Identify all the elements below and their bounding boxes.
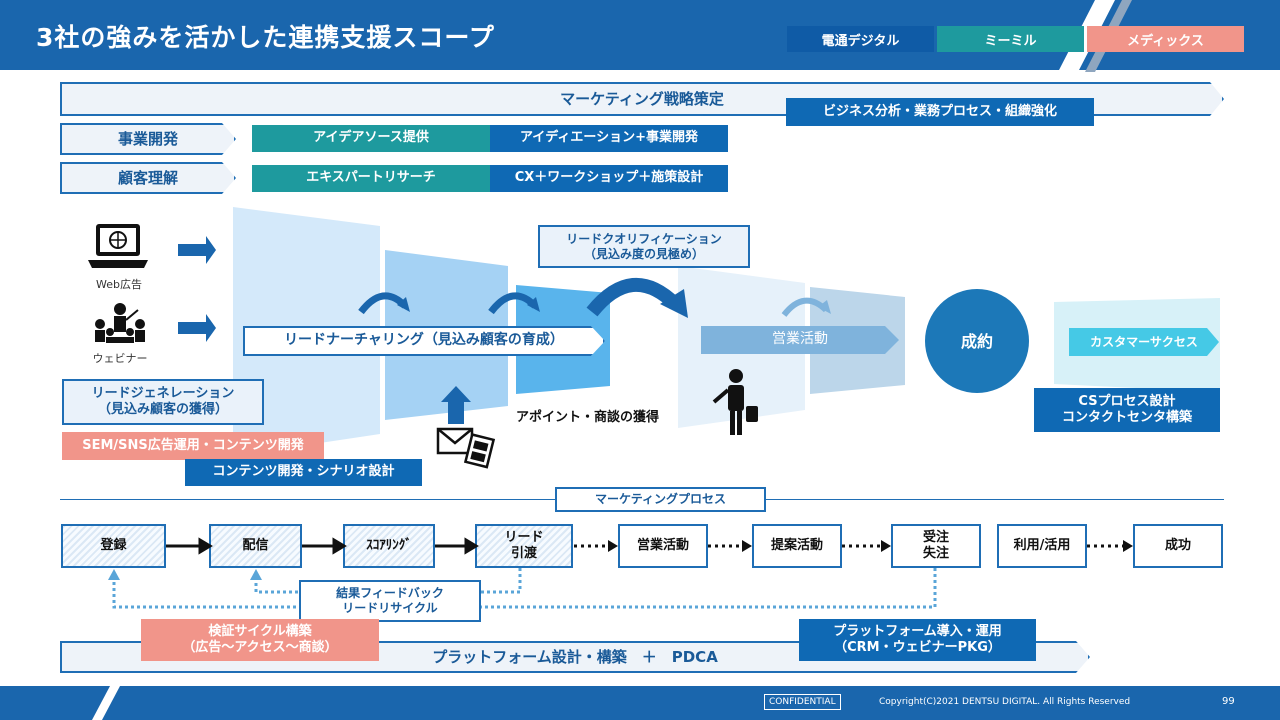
step-proposal: 提案活動 xyxy=(752,524,842,568)
page-number: 99 xyxy=(1222,696,1235,707)
verify-cycle-label: 検証サイクル構築 （広告～アクセス～商談） xyxy=(141,619,379,661)
contract-label: 成約 xyxy=(960,332,993,351)
sales-activity-arrow: 営業活動 xyxy=(701,326,899,354)
strategy-sub-label: ビジネス分析・業務プロセス・組織強化 xyxy=(786,98,1094,126)
appointment-label: アポイント・商談の獲得 xyxy=(516,410,660,425)
customer-success-label: カスタマーサクセス xyxy=(1090,334,1198,349)
webinar-icon xyxy=(95,303,145,343)
nurturing-label: リードナーチャリング（見込み顧客の育成） xyxy=(284,332,564,349)
step-sales: 営業活動 xyxy=(618,524,708,568)
customer-understanding-label: 顧客理解 xyxy=(117,168,178,187)
sem-sns-label: SEM/SNS広告運用・コンテンツ開発 xyxy=(62,432,324,460)
customer-success-arrow: カスタマーサクセス xyxy=(1069,328,1219,356)
curve-arrow-big xyxy=(586,277,680,317)
web-ad-label: Web広告 xyxy=(96,278,142,291)
feedback-box: 結果フィードバック リードリサイクル xyxy=(299,580,481,622)
strategy-title: マーケティング戦略策定 xyxy=(560,89,724,108)
lead-generation-box: リードジェネレーション （見込み顧客の獲得） xyxy=(62,379,264,425)
idea-source-label: アイデアソース提供 xyxy=(252,125,490,152)
business-dev-chevron: 事業開発 xyxy=(60,123,236,155)
sales-activity-label: 営業活動 xyxy=(772,331,828,348)
customer-understanding-chevron: 顧客理解 xyxy=(60,162,236,194)
webinar-label: ウェビナー xyxy=(92,352,148,365)
contract-circle xyxy=(925,289,1029,393)
cx-workshop-label: CX＋ワークショップ＋施策設計 xyxy=(490,165,728,192)
nurturing-chevron: リードナーチャリング（見込み顧客の育成） xyxy=(243,326,605,356)
expert-research-label: エキスパートリサーチ xyxy=(252,165,490,192)
footer-slash-decoration xyxy=(92,686,120,720)
cs-process-label: CSプロセス設計 コンタクトセンタ構築 xyxy=(1034,388,1220,432)
step-register: 登録 xyxy=(61,524,166,568)
process-title: マーケティングプロセス xyxy=(555,487,766,512)
copyright-text: Copyright(C)2021 DENTSU DIGITAL. All Rig… xyxy=(879,697,1131,707)
laptop-icon xyxy=(88,224,148,268)
legend-mimiru: ミーミル xyxy=(937,26,1084,52)
content-scenario-label: コンテンツ開発・シナリオ設計 xyxy=(185,459,422,486)
step-lead-handover: リード 引渡 xyxy=(475,524,573,568)
page-title: 3社の強みを活かした連携支援スコープ xyxy=(36,23,495,52)
step-delivery: 配信 xyxy=(209,524,302,568)
mail-document-icon xyxy=(436,427,496,469)
up-arrow xyxy=(441,386,471,424)
legend-dentsu-digital: 電通デジタル xyxy=(787,26,934,52)
channel-arrow-web xyxy=(178,236,216,264)
businessman-icon xyxy=(712,369,758,435)
platform-title: プラットフォーム設計・構築 ＋ PDCA xyxy=(432,647,718,666)
step-success: 成功 xyxy=(1133,524,1223,568)
lead-qualification-box: リードクオリフィケーション （見込み度の見極め） xyxy=(538,225,750,268)
step-scoring: ｽｺｱﾘﾝｸﾞ xyxy=(343,524,435,568)
platform-intro-label: プラットフォーム導入・運用 （CRM・ウェビナーPKG） xyxy=(799,619,1036,661)
legend-medix: メディックス xyxy=(1087,26,1244,52)
footer-bar xyxy=(0,686,1280,720)
business-dev-label: 事業開発 xyxy=(117,129,178,148)
ideation-label: アイディエーション+事業開発 xyxy=(490,125,728,152)
step-utilization: 利用/活用 xyxy=(997,524,1087,568)
channel-arrow-webinar xyxy=(178,314,216,342)
step-won-lost: 受注 失注 xyxy=(891,524,981,568)
confidential-badge: CONFIDENTIAL xyxy=(764,694,841,710)
